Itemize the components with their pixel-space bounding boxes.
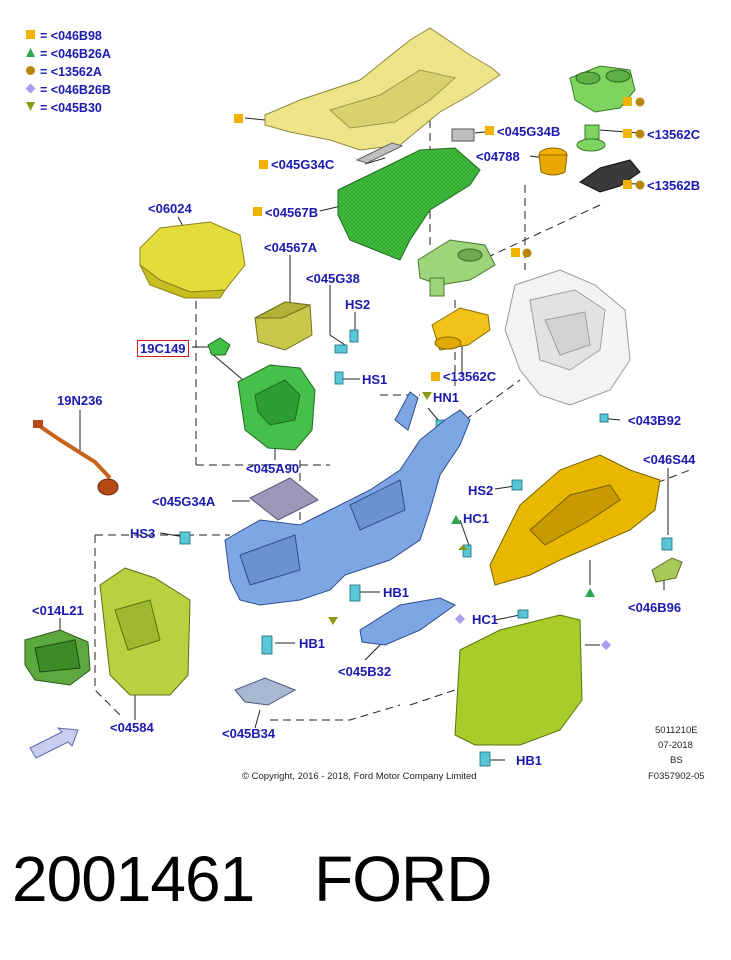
bracket-045b34 bbox=[234, 677, 297, 706]
grey-insert-045g34b bbox=[451, 128, 475, 142]
part-label-043b92[interactable]: <043B92 bbox=[628, 413, 682, 428]
switch-19c149 bbox=[207, 337, 231, 356]
triangle-down-marker-icon bbox=[24, 100, 37, 116]
legend-text: = <13562A bbox=[40, 65, 102, 79]
copyright-notice: © Copyright, 2016 - 2018, Ford Motor Com… bbox=[242, 771, 477, 782]
part-label-hc1-top[interactable]: HC1 bbox=[463, 511, 490, 526]
grey-insert-045g34c bbox=[355, 142, 404, 164]
part-label-045b34[interactable]: <045B34 bbox=[222, 726, 276, 741]
brand-caption: FORD bbox=[314, 843, 492, 915]
part-label-hb1-left[interactable]: HB1 bbox=[299, 636, 326, 651]
cup-holder-13562c bbox=[569, 65, 636, 152]
part-label-04567a[interactable]: <04567A bbox=[264, 240, 318, 255]
part-label-046s44[interactable]: <046S44 bbox=[643, 452, 696, 467]
legend-item: = <046B98 bbox=[24, 28, 102, 44]
part-label-hs2[interactable]: HS2 bbox=[345, 297, 371, 312]
part-label-045a90[interactable]: <045A90 bbox=[246, 461, 300, 476]
part-label-13562c-lower[interactable]: <13562C bbox=[443, 369, 497, 384]
cup-holder-lower-13562c bbox=[431, 307, 491, 351]
drawing-market-code: BS bbox=[670, 755, 683, 766]
part-label-hb1-mid[interactable]: HB1 bbox=[383, 585, 410, 600]
caption: 2001461 FORD bbox=[12, 842, 551, 916]
part-label-19n236[interactable]: 19N236 bbox=[57, 393, 103, 408]
legend-item: = <045B30 bbox=[24, 100, 102, 116]
legend-text: = <046B26A bbox=[40, 47, 111, 61]
drawing-date: 07-2018 bbox=[658, 740, 693, 751]
part-label-hs3[interactable]: HS3 bbox=[130, 526, 156, 541]
square-marker-icon bbox=[24, 28, 37, 44]
cable-19n236 bbox=[33, 420, 119, 496]
part-label-hs1[interactable]: HS1 bbox=[362, 372, 388, 387]
trim-046b96 bbox=[651, 557, 683, 583]
air-vent-014l21 bbox=[24, 629, 91, 686]
hvac-unit bbox=[504, 269, 631, 406]
cup-holder-middle bbox=[417, 239, 496, 297]
armrest-lid-06024 bbox=[139, 221, 246, 299]
leader-lines bbox=[59, 117, 669, 761]
bracket-045b32 bbox=[359, 597, 456, 646]
part-label-04567b[interactable]: <04567B bbox=[265, 205, 319, 220]
upper-trim-panel bbox=[264, 27, 501, 151]
clip-fasteners bbox=[179, 329, 673, 767]
rear-panel-04584 bbox=[99, 567, 191, 696]
part-label-014l21[interactable]: <014L21 bbox=[32, 603, 84, 618]
part-label-045g34c[interactable]: <045G34C bbox=[271, 157, 335, 172]
part-label-06024[interactable]: <06024 bbox=[148, 201, 192, 216]
legend-item: = <046B26A bbox=[24, 46, 111, 62]
legend-text: = <046B98 bbox=[40, 29, 102, 43]
console-top-04567b bbox=[337, 147, 481, 261]
legend-item: = <13562A bbox=[24, 64, 102, 80]
legend-item: = <046B26B bbox=[24, 82, 111, 98]
circle-marker-icon bbox=[24, 64, 37, 80]
part-number-caption: 2001461 bbox=[12, 843, 255, 915]
bin-housing-045a90 bbox=[237, 364, 316, 451]
triangle-marker-icon bbox=[24, 46, 37, 62]
legend-text: = <045B30 bbox=[40, 101, 102, 115]
part-label-045g38[interactable]: <045G38 bbox=[306, 271, 360, 286]
drawing-figure-number: F0357902-05 bbox=[648, 771, 705, 782]
part-label-13562c[interactable]: <13562C bbox=[647, 127, 701, 142]
part-label-045b32[interactable]: <045B32 bbox=[338, 664, 392, 679]
side-panel-046s44 bbox=[489, 454, 661, 586]
side-panel-left-046b26b bbox=[454, 614, 583, 746]
direction-arrow bbox=[29, 727, 79, 759]
part-label-045g34a[interactable]: <045G34A bbox=[152, 494, 216, 509]
part-label-hs2-right[interactable]: HS2 bbox=[468, 483, 494, 498]
part-label-045g34b[interactable]: <045G34B bbox=[497, 124, 561, 139]
part-label-hb1-bottom[interactable]: HB1 bbox=[516, 753, 543, 768]
console-bracket-frame bbox=[224, 391, 471, 606]
part-label-04584[interactable]: <04584 bbox=[110, 720, 154, 735]
storage-bin-04567a bbox=[254, 301, 313, 351]
cup-insert-13562b bbox=[579, 159, 641, 193]
part-label-046b96[interactable]: <046B96 bbox=[628, 600, 682, 615]
part-label-04788[interactable]: <04788 bbox=[476, 149, 520, 164]
part-label-hc1-low[interactable]: HC1 bbox=[472, 612, 499, 627]
position-markers bbox=[234, 97, 645, 650]
part-label-19c149-highlighted[interactable]: 19C149 bbox=[137, 340, 189, 357]
cup-04788 bbox=[538, 147, 568, 176]
diamond-marker-icon bbox=[24, 82, 37, 98]
part-label-hn1[interactable]: HN1 bbox=[433, 390, 460, 405]
part-label-13562b[interactable]: <13562B bbox=[647, 178, 701, 193]
legend-text: = <046B26B bbox=[40, 83, 111, 97]
mat-045g34a bbox=[249, 477, 319, 521]
drawing-ref-code: 5011210E bbox=[655, 725, 698, 736]
